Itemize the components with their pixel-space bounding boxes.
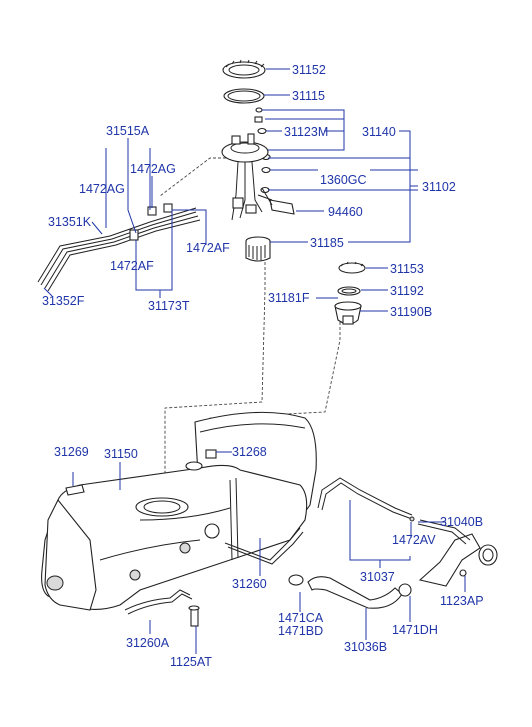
label-31181F: 31181F (268, 291, 310, 305)
label-1360GC: 1360GC (320, 173, 367, 187)
fuel-level-float (261, 187, 295, 215)
label-31150: 31150 (104, 447, 138, 461)
label-1123AP: 1123AP (440, 594, 484, 608)
label-31260: 31260 (232, 577, 267, 591)
part-number-labels: 31152 31115 31123M 31140 31515A 1472AG 1… (42, 63, 484, 669)
label-1472AG-lower: 1472AG (79, 182, 125, 196)
label-31140: 31140 (362, 125, 396, 139)
label-31515A: 31515A (106, 124, 150, 138)
label-1471DH: 1471DH (392, 623, 438, 637)
label-31152: 31152 (292, 63, 326, 77)
tank-small-parts (65, 449, 217, 627)
label-31269: 31269 (54, 445, 89, 459)
label-1472AF-left: 1472AF (110, 259, 154, 273)
label-31352F: 31352F (42, 294, 85, 308)
pump-gasket (223, 88, 265, 104)
label-31268: 31268 (232, 445, 267, 459)
label-31153: 31153 (390, 262, 424, 276)
label-1472AG-upper: 1472AG (130, 162, 176, 176)
filler-hose (288, 574, 412, 609)
label-31102: 31102 (422, 180, 456, 194)
label-1472AF-right: 1472AF (186, 241, 230, 255)
fuel-line-assembly (37, 203, 201, 292)
label-1471BD: 1471BD (278, 624, 323, 638)
label-31037: 31037 (360, 570, 395, 584)
fuel-filter (245, 236, 271, 262)
pump-bracket-parts (334, 261, 366, 325)
label-31351K: 31351K (48, 215, 92, 229)
label-31036B: 31036B (344, 640, 387, 654)
vent-hose (317, 477, 413, 520)
assembly-guide-lines (159, 157, 341, 478)
fuel-tank (41, 411, 317, 611)
label-94460: 94460 (328, 205, 363, 219)
label-1472AV: 1472AV (392, 533, 436, 547)
filler-neck (409, 516, 498, 587)
label-31260A: 31260A (126, 636, 170, 650)
label-31173T: 31173T (148, 299, 190, 313)
label-31040B: 31040B (440, 515, 483, 529)
label-31123M: 31123M (284, 125, 328, 139)
label-31190B: 31190B (390, 305, 432, 319)
label-31185: 31185 (310, 236, 344, 250)
fuel-pump-module (221, 133, 273, 221)
leader-lines (43, 68, 466, 654)
label-31115: 31115 (292, 89, 325, 103)
label-1125AT: 1125AT (170, 655, 212, 669)
tank-straps (124, 527, 304, 615)
label-31192: 31192 (390, 284, 424, 298)
sender-lock-ring (222, 59, 266, 79)
label-1471CA: 1471CA (278, 611, 324, 625)
